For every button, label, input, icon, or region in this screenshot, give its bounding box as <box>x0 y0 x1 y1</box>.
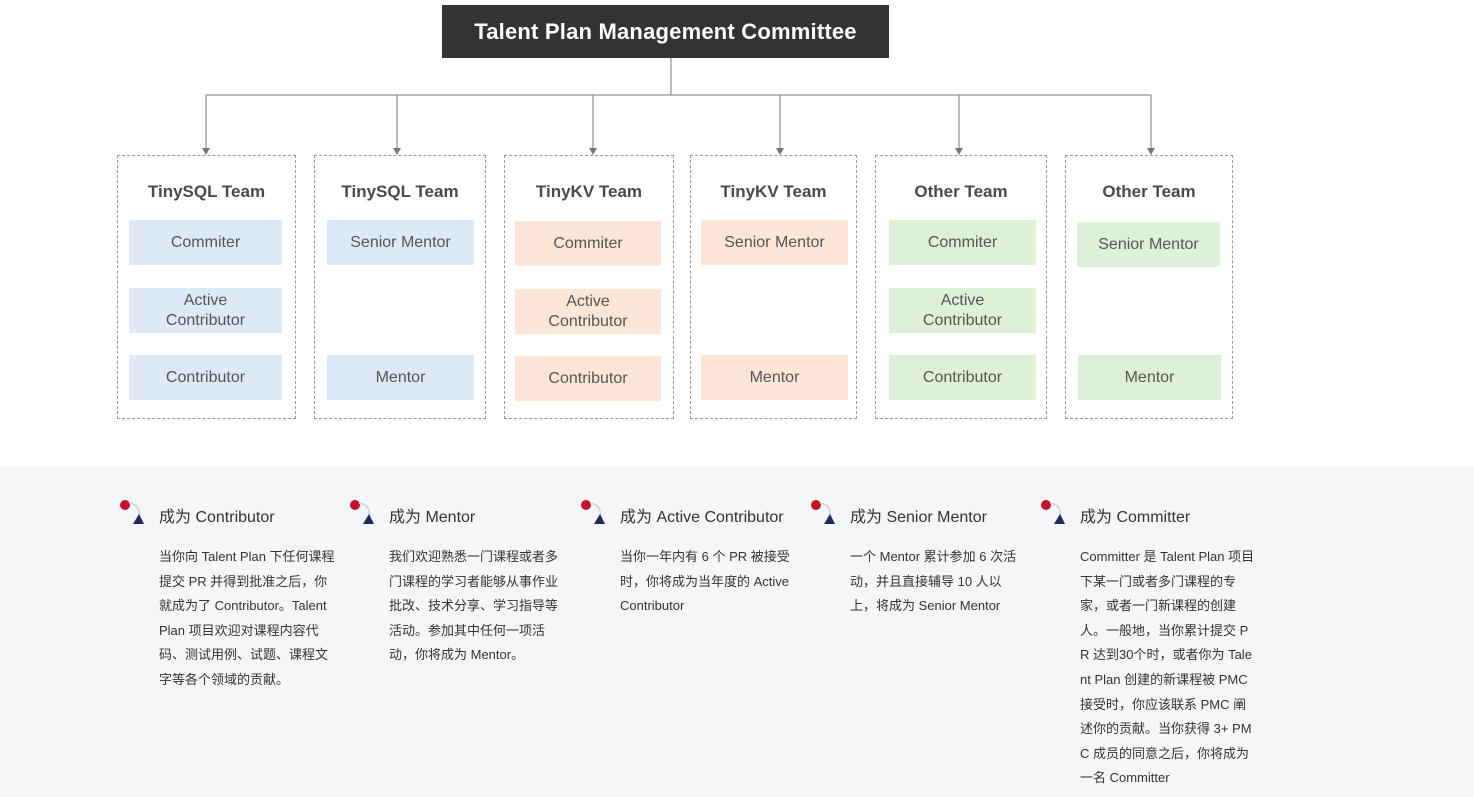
team-name: TinySQL Team <box>147 182 266 201</box>
desc-title: 成为 Mentor <box>389 509 476 526</box>
team-box-tinykv-committers: TinyKV Team Commiter Active Contributor … <box>504 155 674 419</box>
role-box: Senior Mentor <box>1077 222 1220 267</box>
role-box: Commiter <box>889 220 1036 265</box>
team-name: TinyKV Team <box>535 182 643 201</box>
talent-plan-logo-icon <box>120 500 144 524</box>
talent-plan-logo-icon <box>811 500 835 524</box>
role-box: Active Contributor <box>889 288 1036 333</box>
desc-body: 一个 Mentor 累计参加 6 次活动，并且直接辅导 10 人以上，将成为 S… <box>850 549 1017 614</box>
desc-title: 成为 Contributor <box>159 509 275 526</box>
desc-title: 成为 Senior Mentor <box>850 509 987 526</box>
role-box: Commiter <box>515 221 661 266</box>
connector-lines <box>202 58 1155 155</box>
team-box-tinysql-committers: TinySQL Team Commiter Active Contributor… <box>117 155 296 419</box>
desc-body: Committer 是 Talent Plan 项目下某一门或者多门课程的专家，… <box>1080 549 1255 786</box>
desc-title: 成为 Committer <box>1080 509 1191 526</box>
team-box-other-committers: Other Team Commiter Active Contributor C… <box>875 155 1047 419</box>
team-name: TinyKV Team <box>720 182 827 201</box>
desc-body: 我们欢迎熟悉一门课程或者多门课程的学习者能够从事作业批改、技术分享、学习指导等活… <box>389 549 559 663</box>
talent-plan-logo-icon <box>350 500 374 524</box>
talent-plan-logo-icon <box>1041 500 1065 524</box>
role-descriptions: 成为 Contributor 当你向 Talent Plan 下任何课程提交 P… <box>0 467 1474 797</box>
committee-title: Talent Plan Management Committee <box>442 5 889 58</box>
desc-title: 成为 Active Contributor <box>620 509 784 526</box>
role-box: Mentor <box>327 355 474 400</box>
role-box: Mentor <box>1078 355 1221 400</box>
role-box: Active Contributor <box>515 289 661 334</box>
desc-body: 当你向 Talent Plan 下任何课程提交 PR 并得到批准之后，你就成为了… <box>159 549 335 687</box>
role-box: Senior Mentor <box>327 220 474 265</box>
talent-plan-logo-icon <box>581 500 605 524</box>
team-name: Other Team <box>914 182 1008 201</box>
role-box: Contributor <box>129 355 282 400</box>
team-name: TinySQL Team <box>341 182 459 201</box>
team-box-tinysql-mentors: TinySQL Team Senior Mentor Mentor <box>314 155 486 419</box>
role-box: Mentor <box>701 355 848 400</box>
role-box: Commiter <box>129 220 282 265</box>
team-box-other-mentors: Other Team Senior Mentor Mentor <box>1065 155 1233 419</box>
desc-body: 当你一年内有 6 个 PR 被接受时，你将成为当年度的 Active Contr… <box>620 549 790 614</box>
role-box: Active Contributor <box>129 288 282 333</box>
role-box: Senior Mentor <box>701 220 848 265</box>
role-box: Contributor <box>889 355 1036 400</box>
team-name: Other Team <box>1102 182 1196 201</box>
org-chart: Talent Plan Management Committee TinySQL… <box>117 5 1233 419</box>
role-box: Contributor <box>515 356 661 401</box>
team-box-tinykv-mentors: TinyKV Team Senior Mentor Mentor <box>690 155 857 419</box>
